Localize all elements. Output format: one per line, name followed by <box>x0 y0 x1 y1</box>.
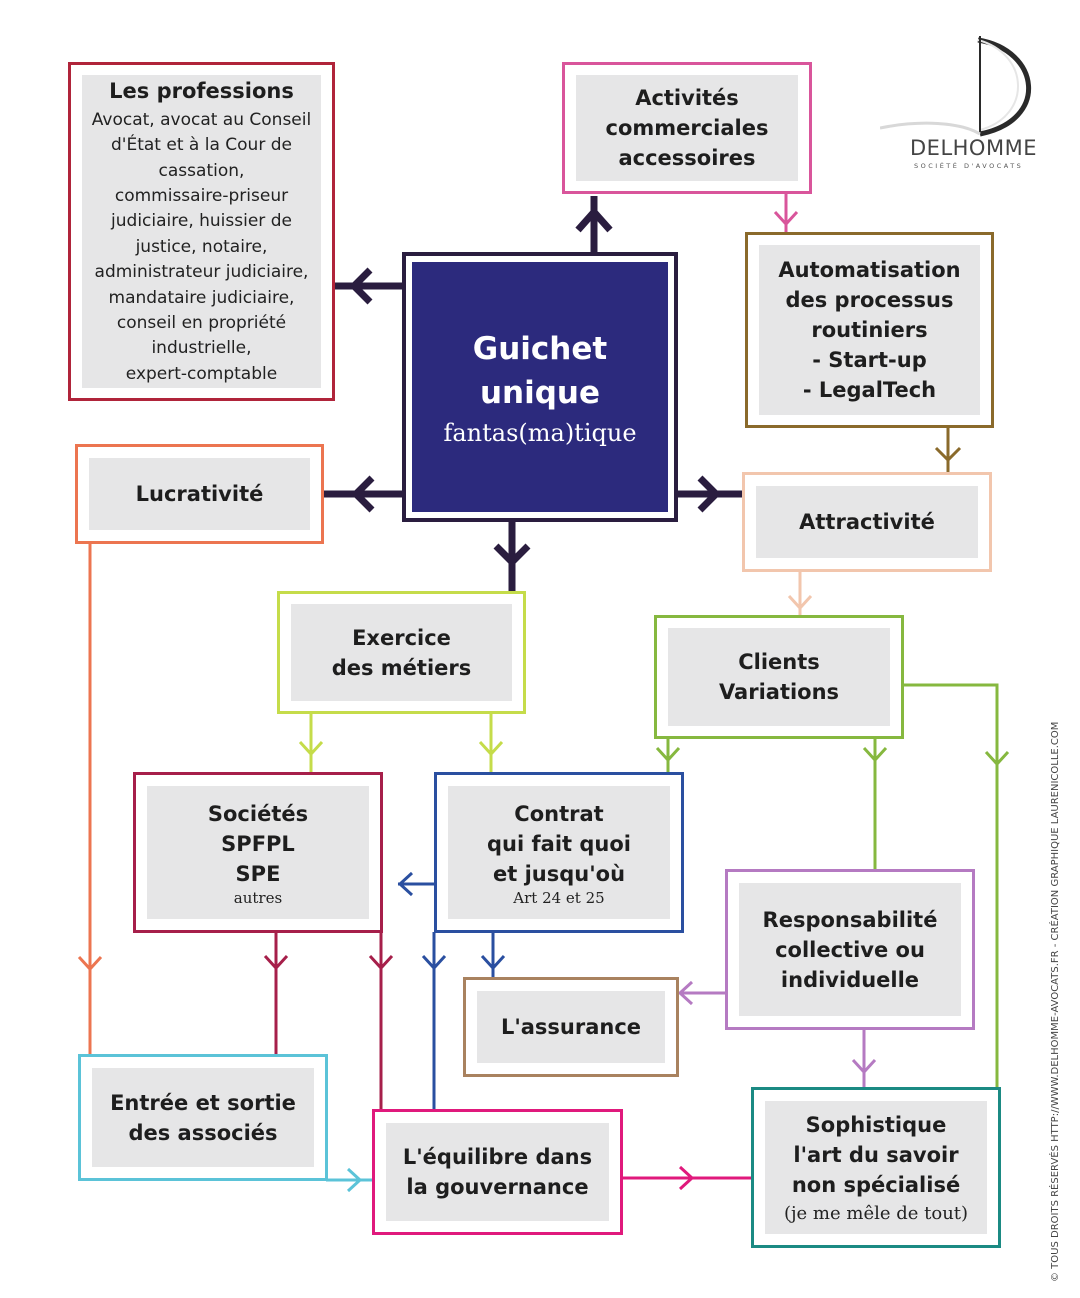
professions-panel: Les professions Avocat, avocat au Consei… <box>82 75 321 388</box>
logo-name: DELHOMME <box>910 136 1037 160</box>
lucrativite-box: Lucrativité <box>75 444 324 544</box>
lucrativite-panel: Lucrativité <box>89 458 310 530</box>
arrow-lucrativite-entree <box>77 544 103 1054</box>
societes-title: Sociétés SPFPL SPE <box>207 801 309 886</box>
contrat-panel: Contrat qui fait quoi et jusqu'où Art 24… <box>448 786 670 919</box>
contrat-sub: Art 24 et 25 <box>513 888 605 907</box>
entree-box: Entrée et sortie des associés <box>78 1054 328 1181</box>
automatisation-box: Automatisation des processus routiniers … <box>745 232 994 428</box>
clients-panel: Clients Variations <box>668 628 890 726</box>
arrows-contrat <box>397 871 506 1110</box>
spoke-to-professions <box>333 267 402 305</box>
automatisation-title: Automatisation des processus routiniers … <box>778 258 961 402</box>
sophistique-title: Sophistique l'art du savoir non spéciali… <box>791 1112 961 1197</box>
exercice-panel: Exercice des métiers <box>291 604 512 701</box>
equilibre-box: L'équilibre dans la gouvernance <box>372 1109 623 1235</box>
professions-box: Les professions Avocat, avocat au Consei… <box>68 62 335 401</box>
copyright-text: © TOUS DROITS RÉSERVÉS HTTP://WWW.DELHOM… <box>1050 721 1061 1282</box>
activites-box: Activités commerciales accessoires <box>562 62 812 194</box>
arrow-attractivite-clients <box>787 572 813 616</box>
arrow-automatisation-attractivite <box>934 428 962 472</box>
responsabilite-title: Responsabilité collective ou individuell… <box>762 907 938 992</box>
logo-mark-icon <box>880 36 1032 137</box>
activites-panel: Activités commerciales accessoires <box>576 75 798 181</box>
responsabilite-box: Responsabilité collective ou individuell… <box>725 869 975 1030</box>
exercice-title: Exercice des métiers <box>331 625 472 680</box>
guichet-unique-panel: Guichet unique fantas(ma)tique <box>412 262 668 512</box>
spoke-to-exercice <box>493 522 531 592</box>
societes-panel: Sociétés SPFPL SPE autres <box>147 786 369 919</box>
arrows-responsabilite <box>677 980 877 1088</box>
equilibre-title: L'équilibre dans la gouvernance <box>402 1145 593 1199</box>
sophistique-panel: Sophistique l'art du savoir non spéciali… <box>765 1101 987 1234</box>
center-subtitle: fantas(ma)tique <box>443 419 637 447</box>
assurance-box: L'assurance <box>463 977 679 1077</box>
exercice-box: Exercice des métiers <box>277 591 526 714</box>
clients-title: Clients Variations <box>718 650 840 704</box>
responsabilite-panel: Responsabilité collective ou individuell… <box>739 883 961 1016</box>
arrows-exercice-down <box>298 713 504 773</box>
clients-box: Clients Variations <box>654 615 904 739</box>
sophistique-sub: (je me mêle de tout) <box>783 1202 969 1224</box>
delhomme-logo: DELHOMME SOCIÉTÉ D'AVOCATS <box>880 30 1050 180</box>
attractivite-panel: Attractivité <box>756 486 978 558</box>
entree-title: Entrée et sortie des associés <box>110 1090 296 1145</box>
lucrativite-title: Lucrativité <box>135 482 264 506</box>
societes-sub: autres <box>233 888 283 907</box>
activites-title: Activités commerciales accessoires <box>605 86 769 170</box>
equilibre-panel: L'équilibre dans la gouvernance <box>386 1123 609 1221</box>
spoke-to-activites <box>575 196 613 252</box>
contrat-box: Contrat qui fait quoi et jusqu'où Art 24… <box>434 772 684 933</box>
logo-tagline: SOCIÉTÉ D'AVOCATS <box>914 162 1024 170</box>
professions-list: Avocat, avocat au Conseil d'État et à la… <box>91 109 312 384</box>
arrows-societes <box>263 932 394 1110</box>
arrow-equilibre-sophistique <box>622 1165 752 1191</box>
arrow-entree-equilibre <box>326 1167 372 1193</box>
entree-panel: Entrée et sortie des associés <box>92 1068 314 1167</box>
attractivite-box: Attractivité <box>742 472 992 572</box>
sophistique-box: Sophistique l'art du savoir non spéciali… <box>751 1087 1001 1248</box>
contrat-title: Contrat qui fait quoi et jusqu'où <box>487 801 631 886</box>
professions-title: Les professions <box>109 78 294 103</box>
spoke-to-lucrativite <box>322 475 402 513</box>
attractivite-title: Attractivité <box>799 510 935 534</box>
spoke-to-attractivite <box>678 475 742 513</box>
automatisation-panel: Automatisation des processus routiniers … <box>759 245 980 415</box>
assurance-title: L'assurance <box>500 1015 642 1039</box>
societes-box: Sociétés SPFPL SPE autres <box>133 772 383 933</box>
assurance-panel: L'assurance <box>477 991 665 1063</box>
arrow-activites-automatisation <box>773 194 799 232</box>
guichet-unique-box: Guichet unique fantas(ma)tique <box>402 252 678 522</box>
center-title: Guichet unique <box>472 331 608 411</box>
